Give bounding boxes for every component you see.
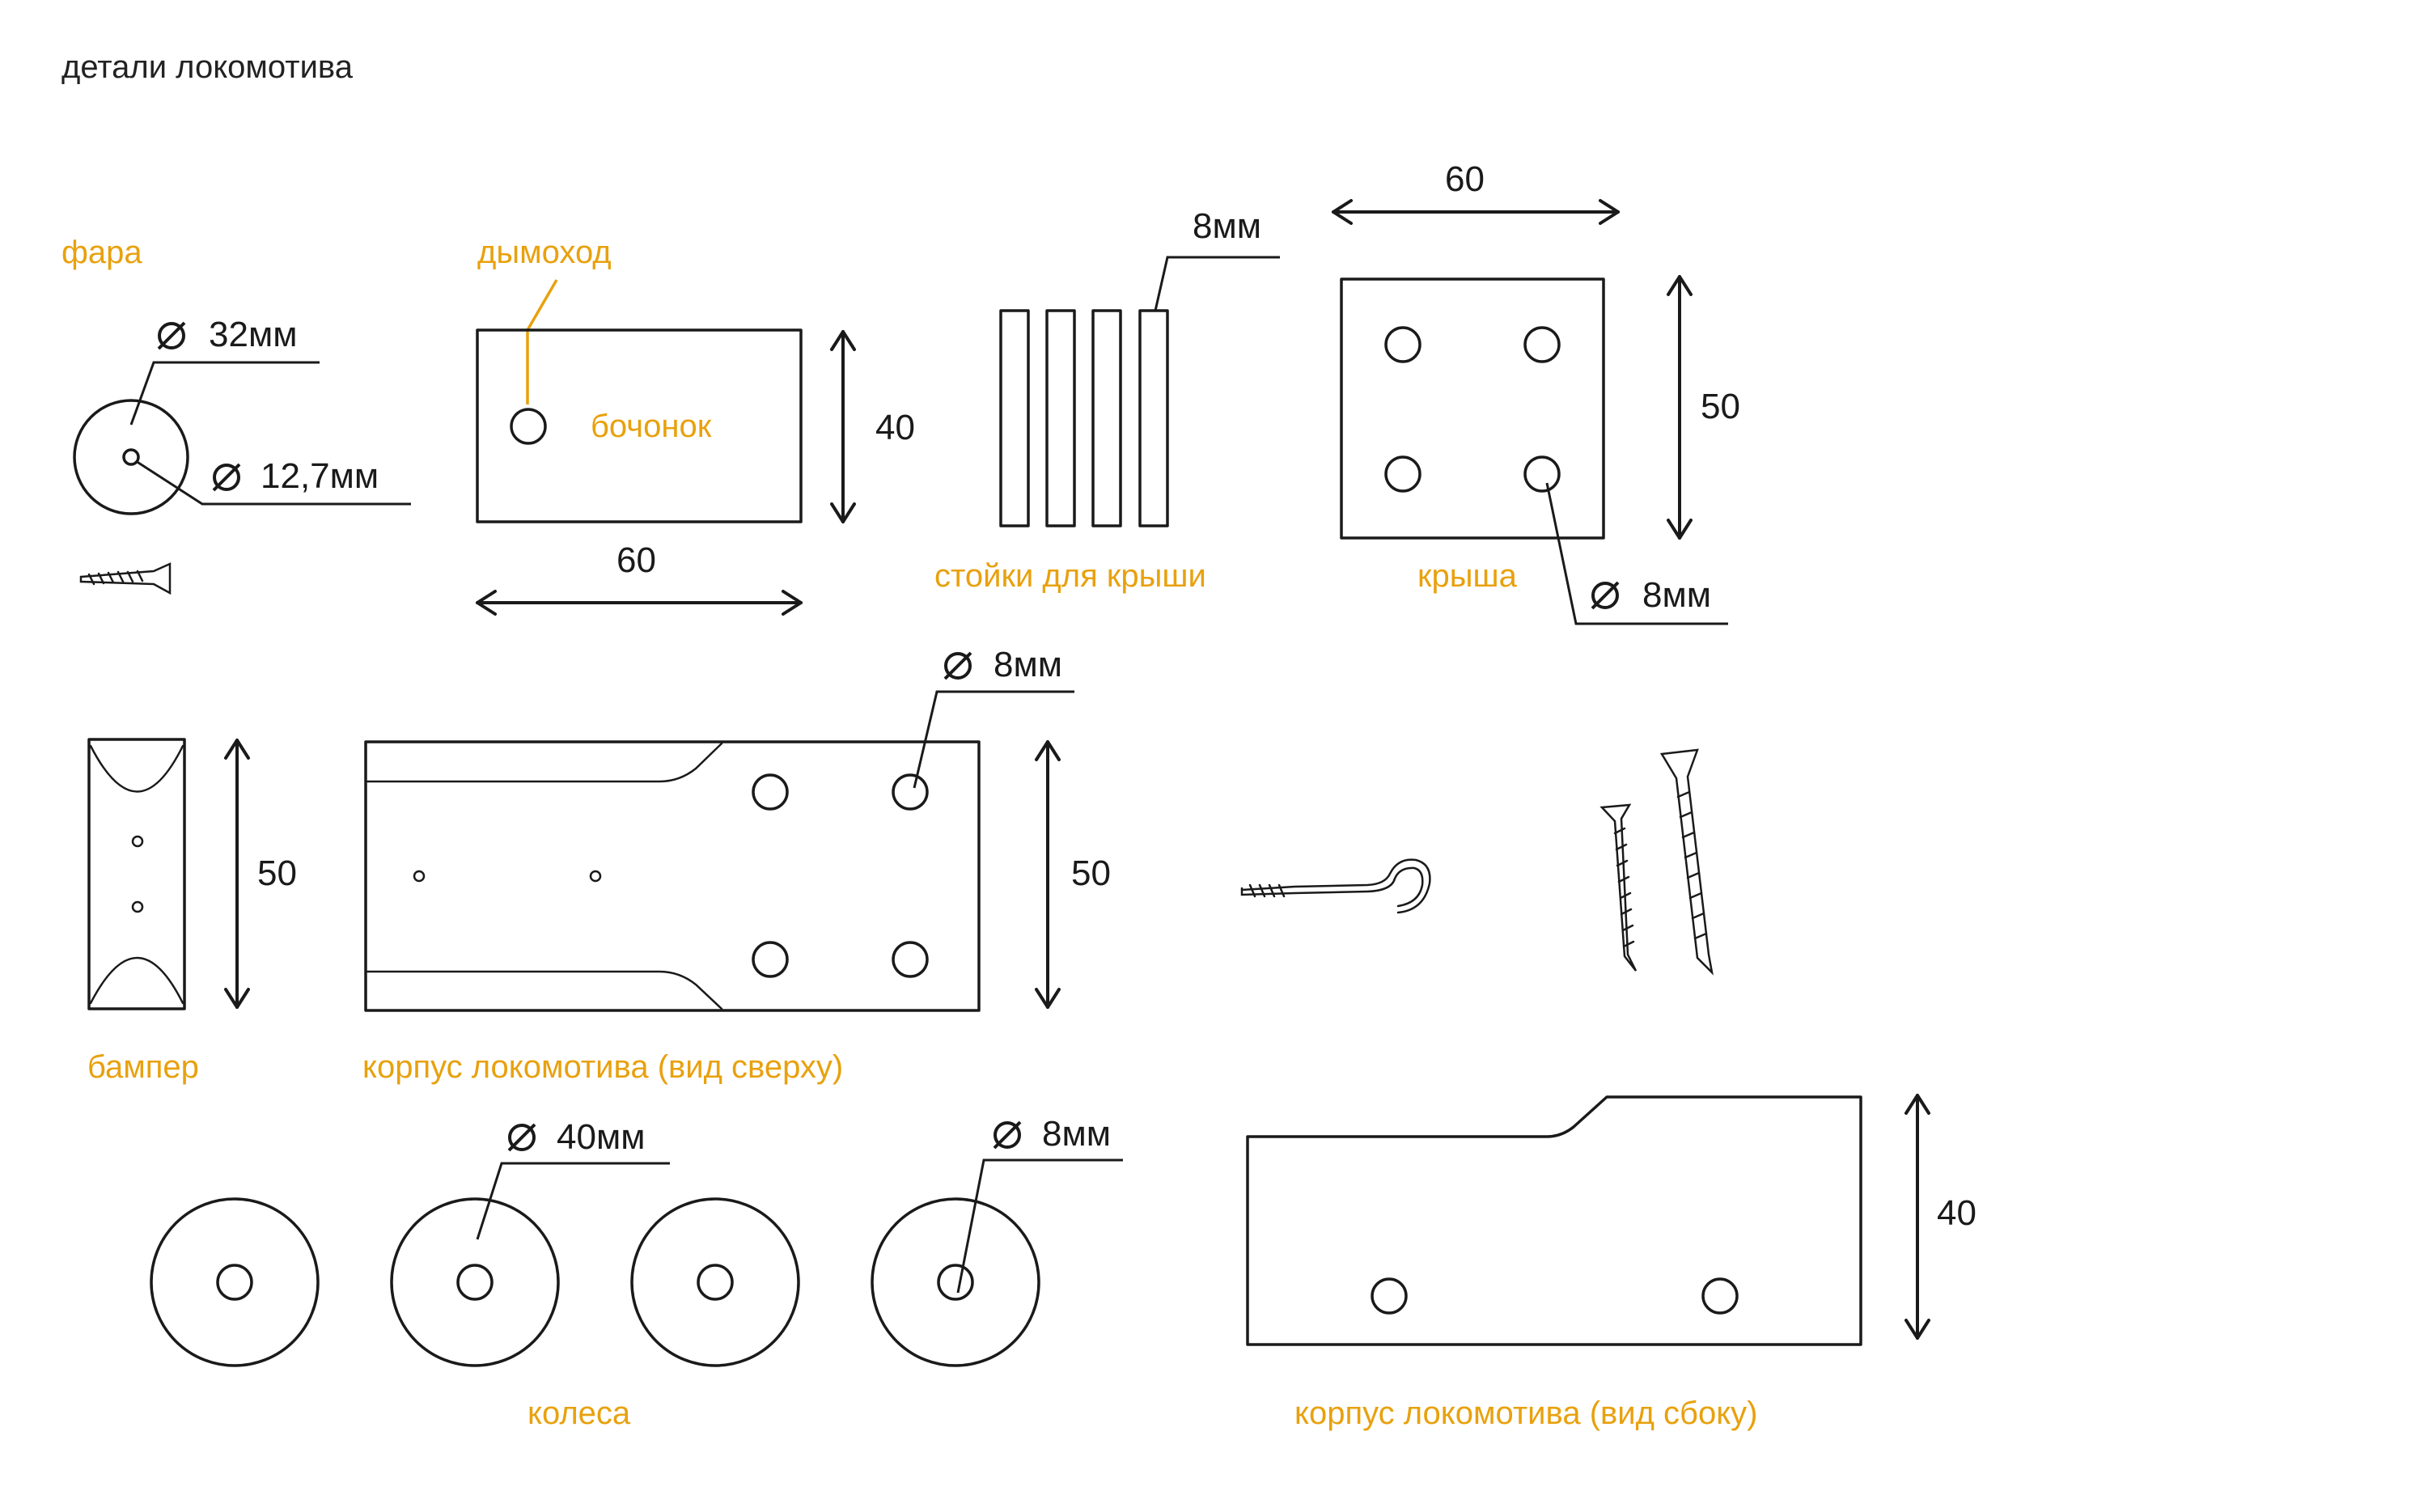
wheel-hole: [697, 1264, 734, 1301]
roof-part: 60 50 8мм крыша: [1332, 159, 1740, 625]
wheel-hole: [456, 1264, 494, 1301]
nail-icon: [1599, 803, 1638, 972]
roof-posts-label: стойки для крыши: [934, 558, 1206, 594]
body-side-block: [1246, 1095, 1862, 1346]
roof-hole: [1523, 326, 1561, 363]
headlight-center-hole: [122, 448, 140, 466]
screw-icon: [79, 562, 172, 595]
roof-hole: [1384, 455, 1421, 493]
headlight-inner-leader: [135, 460, 411, 506]
body-top-small-hole: [589, 870, 602, 883]
body-top-hole: [752, 941, 789, 978]
chimney-part: дымоход бочонок 40 60: [476, 235, 915, 616]
wheel: [871, 1197, 1040, 1367]
wheel: [630, 1197, 800, 1367]
diameter-icon: [212, 463, 241, 492]
roof-post-2: [1045, 309, 1076, 527]
body-side-label: корпус локомотива (вид сбоку): [1294, 1396, 1757, 1431]
body-top-hole: [892, 941, 929, 978]
bumper-hole: [131, 900, 144, 913]
wheel: [390, 1197, 560, 1367]
bumper-part: 50 бампер: [87, 738, 297, 1085]
headlight-outer-circle: [73, 399, 189, 515]
headlight-outer-diameter: 32мм: [209, 315, 297, 354]
wheels-part: 40мм 8мм колеса: [150, 1114, 1123, 1431]
bumper-hole: [131, 835, 144, 848]
body-top-small-hole: [413, 870, 426, 883]
bumper-block: [87, 738, 186, 1010]
bumper-label: бампер: [87, 1049, 199, 1085]
roof-hole: [1523, 455, 1561, 493]
headlight-outer-leader: [129, 361, 320, 426]
page-title: детали локомотива: [61, 49, 354, 85]
roof-post-1: [999, 309, 1030, 527]
body-side-height-dimension: [1904, 1094, 1930, 1340]
bumper-height-dimension: [224, 739, 250, 1009]
barrel-label: бочонок: [591, 409, 712, 444]
body-top-block: [364, 740, 981, 1012]
headlight-part: фара 32мм 12,7мм: [61, 235, 411, 595]
roof-hole-leader: [1545, 482, 1728, 625]
wheel: [150, 1197, 320, 1367]
headlight-inner-diameter: 12,7мм: [261, 456, 379, 496]
headlight-label: фара: [61, 235, 142, 270]
chimney-hole: [510, 408, 547, 445]
wheel-outer-diameter: 40мм: [557, 1117, 645, 1157]
chimney-height-value: 40: [875, 408, 915, 447]
wheel-hole-diameter: 8мм: [1042, 1114, 1111, 1154]
chimney-height-dimension: [830, 330, 856, 523]
nail-icon: [1659, 748, 1714, 976]
roof-post-4: [1138, 309, 1169, 527]
roof-width-value: 60: [1445, 159, 1485, 199]
roof-hole-diameter: 8мм: [1642, 575, 1711, 615]
body-side-hole: [1701, 1277, 1739, 1315]
roof-posts-part: 8мм стойки для крыши: [934, 206, 1280, 594]
chimney-leader: [526, 279, 558, 404]
diameter-icon: [507, 1123, 536, 1152]
roof-plate: [1340, 277, 1605, 540]
roof-height-dimension: [1667, 275, 1693, 540]
diameter-icon: [1591, 581, 1620, 610]
body-side-hole: [1371, 1277, 1408, 1315]
body-top-height-dimension: [1035, 740, 1061, 1009]
roof-width-dimension: [1332, 199, 1620, 225]
body-top-hole: [752, 773, 789, 811]
roof-label: крыша: [1417, 558, 1518, 594]
roof-post-thickness: 8мм: [1193, 206, 1261, 246]
roof-post-3: [1091, 309, 1122, 527]
body-top-part: 8мм 50 корпус локомотива (вид сверху): [362, 645, 1111, 1085]
diameter-icon: [157, 321, 186, 350]
body-top-height-value: 50: [1071, 853, 1111, 893]
roof-post-leader: [1154, 256, 1280, 311]
wheel-outer-leader: [476, 1162, 670, 1240]
body-top-hole-leader: [913, 690, 1074, 789]
body-top-hole: [892, 773, 929, 811]
diameter-icon: [943, 651, 972, 680]
chimney-block: [476, 328, 803, 523]
bumper-height-value: 50: [257, 853, 297, 893]
chimney-label: дымоход: [477, 235, 612, 270]
hook-screw-icon: [1240, 858, 1431, 914]
diameter-icon: [993, 1120, 1022, 1150]
wheel-hole-leader: [956, 1158, 1123, 1294]
chimney-width-value: 60: [616, 540, 656, 580]
chimney-width-dimension: [476, 590, 803, 616]
wheel-hole: [216, 1264, 253, 1301]
body-side-part: 40 корпус локомотива (вид сбоку): [1246, 1094, 1976, 1431]
roof-height-value: 50: [1701, 387, 1740, 426]
wheels-label: колеса: [527, 1396, 631, 1431]
roof-hole: [1384, 326, 1421, 363]
body-top-hole-diameter: 8мм: [994, 645, 1062, 684]
body-top-label: корпус локомотива (вид сверху): [362, 1049, 843, 1085]
wheel-hole: [937, 1264, 974, 1301]
body-side-height-value: 40: [1937, 1193, 1976, 1233]
